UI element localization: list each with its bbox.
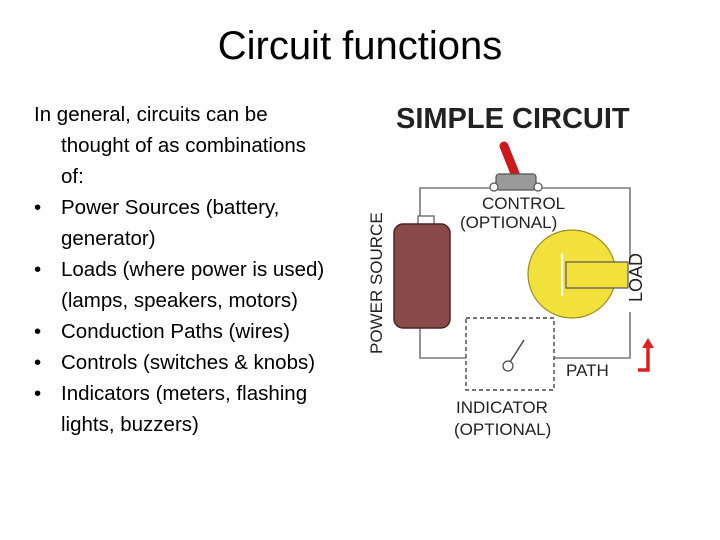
indicator-label: INDICATOR — [456, 398, 548, 417]
load-label: LOAD — [626, 253, 646, 302]
lamp-base-icon — [565, 261, 629, 289]
control-label: CONTROL — [482, 194, 565, 213]
simple-circuit-diagram: SIMPLE CIRCUIT POWER SOURCE CONTROL (OPT… — [367, 103, 654, 439]
switch-terminal — [489, 182, 499, 192]
diagram-heading: SIMPLE CIRCUIT — [396, 103, 630, 135]
switch-body-icon — [495, 173, 537, 191]
slide-title: Circuit functions — [217, 24, 503, 68]
bullet-list: • Power Sources (battery, generator) • Loa… — [34, 192, 334, 440]
switch-handle-icon — [499, 141, 521, 181]
indicator-optional-label: (OPTIONAL) — [454, 420, 551, 439]
path-arrow-icon — [638, 346, 650, 372]
bullet-item: • Power Sources (battery, generator) — [34, 192, 334, 254]
path-label: PATH — [566, 361, 609, 380]
path-arrowhead-icon — [642, 338, 654, 348]
bullet-dot: • — [34, 351, 42, 374]
bullet-item: • Loads (where power is used) (lamps, spe… — [34, 254, 334, 316]
bullet-dot: • — [34, 320, 42, 343]
switch-terminal — [533, 182, 543, 192]
intro-text: In general, circuits can be thought of a… — [34, 103, 307, 188]
bullet-dot: • — [34, 258, 42, 281]
bullet-item: • Controls (switches & knobs) — [34, 347, 334, 378]
bullet-dot: • — [34, 196, 42, 219]
bullet-text: Controls (switches & knobs) — [61, 351, 316, 374]
bullet-text: Loads (where power is used) (lamps, spea… — [61, 258, 325, 312]
bullet-text: Power Sources (battery, generator) — [61, 196, 280, 250]
bullet-dot: • — [34, 382, 42, 405]
indicator-needle-icon — [509, 339, 525, 363]
indicator-box — [465, 317, 555, 391]
power-source-label: POWER SOURCE — [367, 212, 386, 354]
bullet-item: • Conduction Paths (wires) — [34, 316, 334, 347]
bullet-item: • Indicators (meters, flashing lights, bu… — [34, 378, 334, 440]
bullet-text: Conduction Paths (wires) — [61, 320, 291, 343]
control-optional-label: (OPTIONAL) — [460, 213, 557, 232]
slide-body: In general, circuits can be thought of a… — [34, 99, 334, 440]
indicator-dial-pivot — [502, 360, 514, 372]
battery-icon — [393, 223, 451, 329]
bullet-text: Indicators (meters, flashing lights, buz… — [61, 382, 308, 436]
